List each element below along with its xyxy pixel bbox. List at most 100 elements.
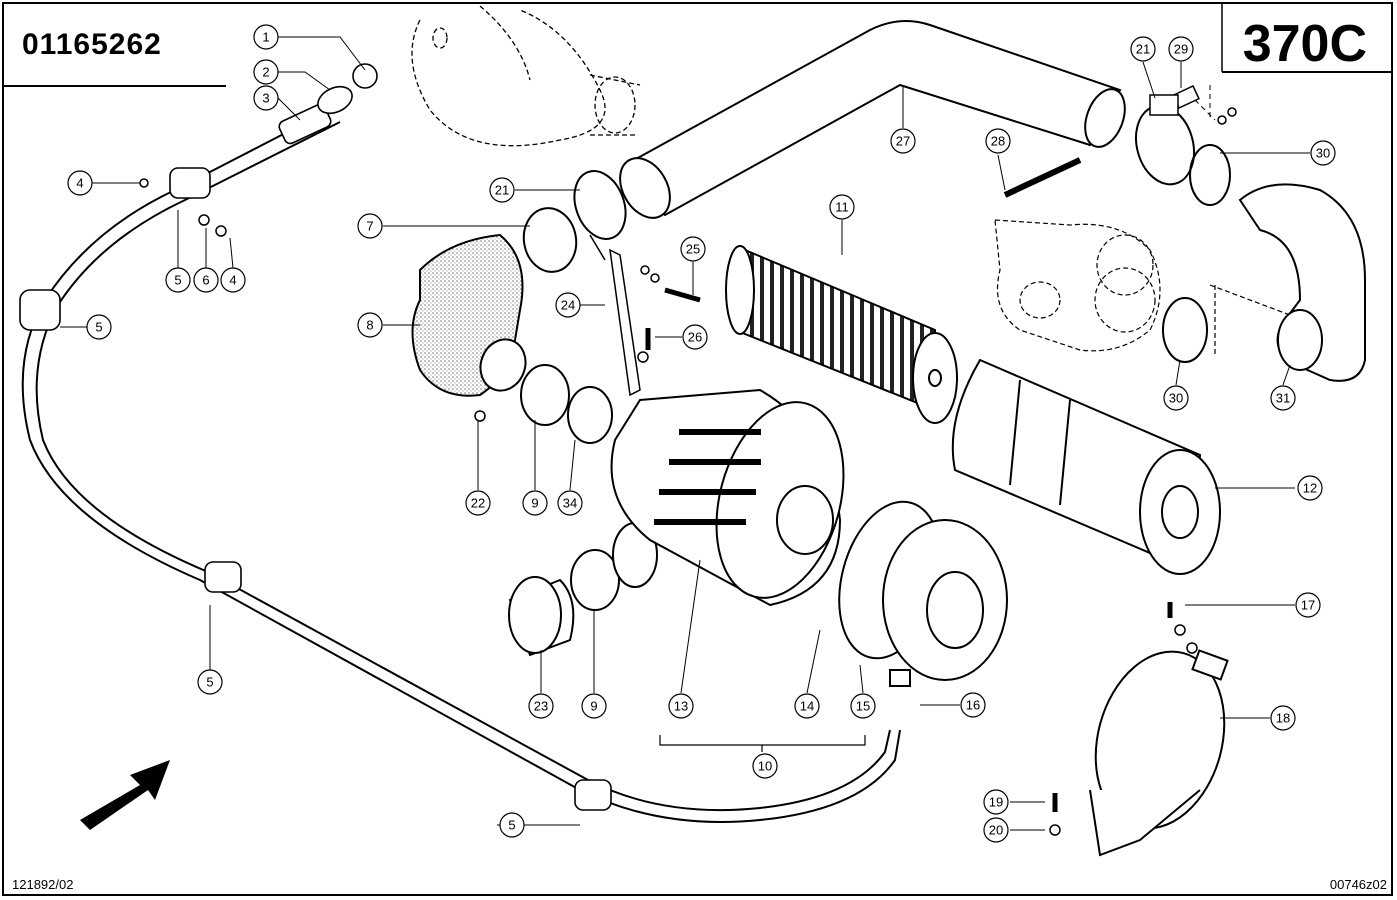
- callout-30b: [1163, 385, 1189, 411]
- elbow-hose: [411, 233, 527, 397]
- callout-3: [253, 85, 279, 111]
- drawing-ref-left: 121892/02: [12, 877, 74, 892]
- outlet-elbow: [1238, 183, 1366, 382]
- callout-label: 5: [508, 818, 515, 833]
- callout-label: 5: [206, 675, 213, 690]
- callout-9b: [581, 693, 607, 719]
- callout-label: 12: [1303, 481, 1317, 496]
- callout-19: [983, 789, 1009, 815]
- turbocharger-outline-dashed: [994, 219, 1291, 355]
- callout-16: [960, 692, 986, 718]
- callout-28: [985, 128, 1011, 154]
- assembly-bracket: [659, 735, 866, 752]
- callout-25: [680, 236, 706, 262]
- callout-label: 14: [800, 699, 814, 714]
- callout-label: 2: [262, 65, 269, 80]
- callout-23: [528, 693, 554, 719]
- callout-2: [253, 59, 279, 85]
- callout-4a: [67, 170, 93, 196]
- callout-5c: [197, 669, 223, 695]
- bracket: [589, 234, 641, 397]
- callout-24: [555, 292, 581, 318]
- callout-5b: [86, 314, 112, 340]
- callout-1: [253, 24, 279, 50]
- callout-label: 29: [1174, 42, 1188, 57]
- callout-label: 18: [1276, 711, 1290, 726]
- callout-30a: [1310, 140, 1336, 166]
- callout-label: 23: [534, 699, 548, 714]
- callout-18: [1270, 705, 1296, 731]
- callout-label: 9: [531, 496, 538, 511]
- callout-31: [1270, 385, 1296, 411]
- callout-29: [1168, 36, 1194, 62]
- direction-arrow: [80, 760, 170, 830]
- callout-14: [794, 693, 820, 719]
- drain-hose: [21, 109, 901, 823]
- callout-5a: [165, 267, 191, 293]
- callout-label: 8: [366, 318, 373, 333]
- hose-clamps: [19, 63, 612, 811]
- callout-label: 4: [229, 273, 236, 288]
- callout-26: [682, 324, 708, 350]
- callout-label: 30: [1169, 391, 1183, 406]
- filter-element-primary: [725, 245, 958, 424]
- callout-label: 9: [590, 699, 597, 714]
- callout-label: 4: [76, 176, 83, 191]
- callout-label: 20: [989, 823, 1003, 838]
- engine-outline-dashed: [411, 5, 641, 147]
- callout-label: 19: [989, 795, 1003, 810]
- rubber-sleeve: [508, 522, 658, 657]
- callout-label: 25: [686, 242, 700, 257]
- callout-label: 5: [95, 320, 102, 335]
- callout-21a: [489, 177, 515, 203]
- callout-label: 16: [966, 698, 980, 713]
- intake-pipe: [619, 20, 1126, 219]
- callout-label: 1: [262, 30, 269, 45]
- callout-label: 7: [366, 219, 373, 234]
- callout-7: [357, 213, 383, 239]
- clamp-rings: [520, 104, 1231, 611]
- callout-label: 28: [991, 134, 1005, 149]
- filter-cover: [838, 500, 1008, 687]
- callout-label: 17: [1301, 598, 1315, 613]
- callout-5d: [499, 812, 525, 838]
- callout-label: 30: [1316, 146, 1330, 161]
- callout-label: 15: [856, 699, 870, 714]
- callout-22: [465, 490, 491, 516]
- callout-label: 5: [174, 273, 181, 288]
- callout-20: [983, 817, 1009, 843]
- callout-17: [1295, 592, 1321, 618]
- callout-12: [1297, 475, 1323, 501]
- callout-13: [668, 693, 694, 719]
- callout-label: 26: [688, 330, 702, 345]
- callout-label: 24: [561, 298, 575, 313]
- callout-label: 11: [835, 200, 849, 215]
- callout-21b: [1130, 36, 1156, 62]
- bolts: [139, 85, 1237, 836]
- callout-label: 21: [1136, 42, 1150, 57]
- callout-label: 3: [262, 91, 269, 106]
- callout-11: [829, 194, 855, 220]
- model-label: 370C: [1242, 15, 1367, 73]
- callout-27: [890, 128, 916, 154]
- air-filter-housing: [610, 388, 845, 607]
- callout-15: [850, 693, 876, 719]
- callout-label: 27: [896, 134, 910, 149]
- callout-label: 10: [758, 759, 772, 774]
- filter-element-safety: [951, 358, 1221, 575]
- callout-6: [193, 267, 219, 293]
- callout-label: 6: [202, 273, 209, 288]
- callout-label: 22: [471, 496, 485, 511]
- part-number: 01165262: [22, 28, 162, 61]
- callout-8: [357, 312, 383, 338]
- callout-9a: [522, 490, 548, 516]
- callout-10: [752, 753, 778, 779]
- callout-label: 34: [563, 496, 577, 511]
- callout-label: 13: [674, 699, 688, 714]
- callout-34: [557, 490, 583, 516]
- callout-4b: [220, 267, 246, 293]
- mounting-strap: [1089, 649, 1229, 857]
- callout-label: 21: [495, 183, 509, 198]
